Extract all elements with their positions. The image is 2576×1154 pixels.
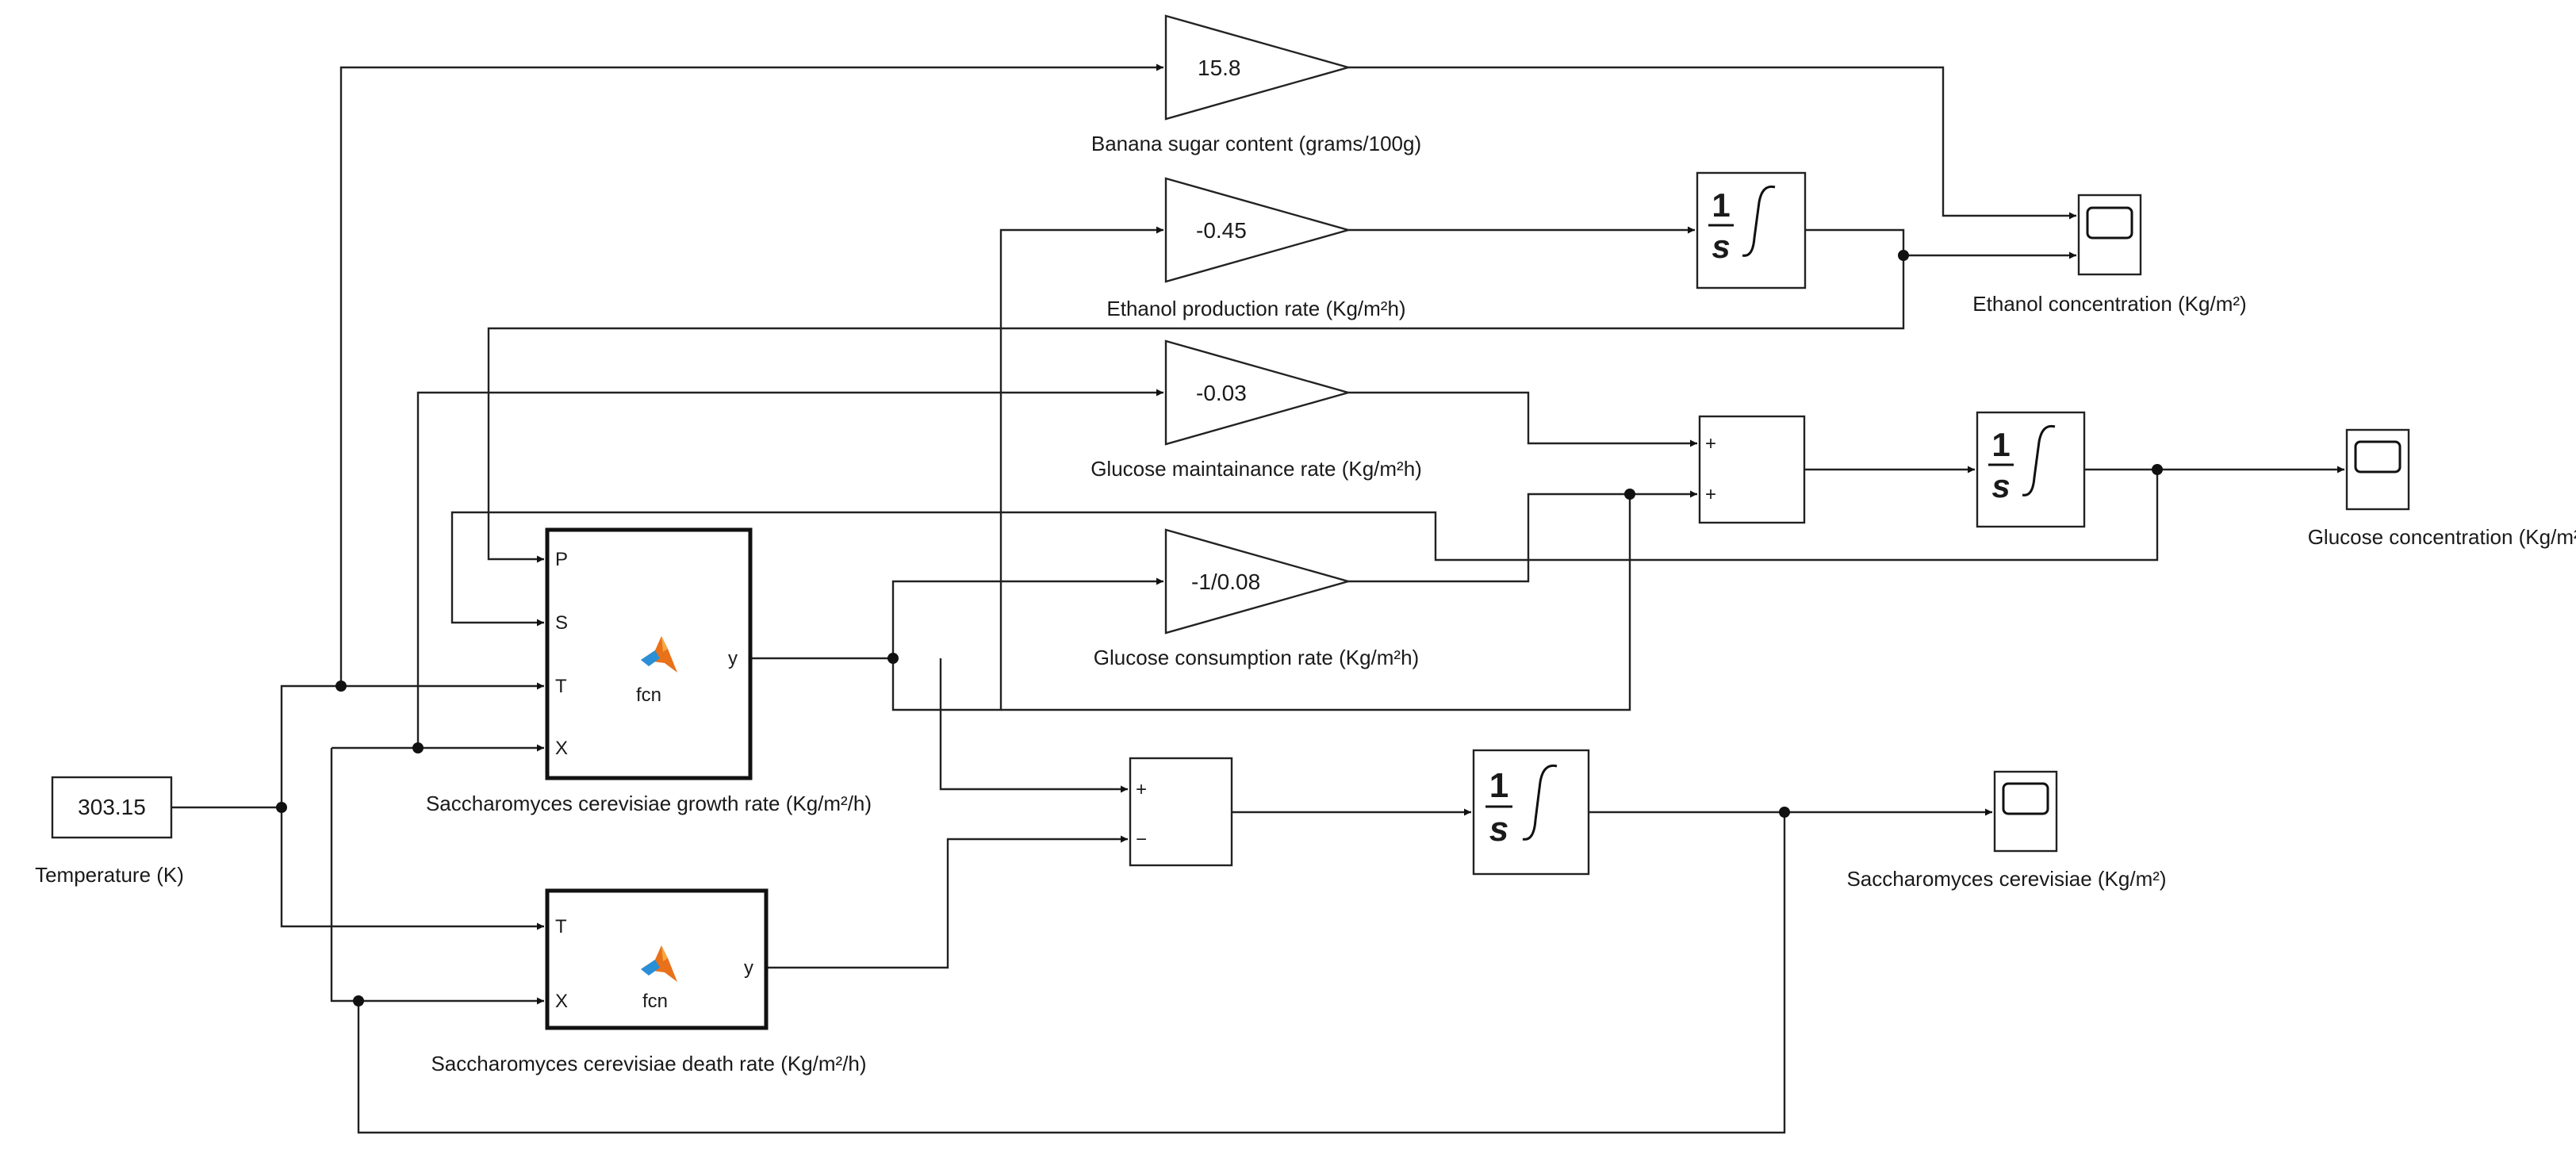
- branch-points: [276, 250, 2163, 1006]
- sum-sign-minus: −: [1136, 829, 1147, 850]
- junction-dot: [1624, 489, 1635, 500]
- wire-growth-to-sum-plus[interactable]: [939, 658, 1128, 793]
- temperature-value: 303.15: [78, 795, 146, 819]
- junction-dot: [1898, 250, 1909, 261]
- glucose-maintenance-gain-block[interactable]: -0.03 Glucose maintainance rate (Kg/m²h): [1091, 339, 1422, 481]
- temperature-constant-block[interactable]: 303.15 Temperature (K): [35, 776, 184, 887]
- ethanol-scope-label: Ethanol concentration (Kg/m²): [1972, 292, 2246, 316]
- death-port-X: X: [555, 991, 568, 1012]
- death-fcn-label: Saccharomyces cerevisiae death rate (Kg/…: [431, 1052, 866, 1075]
- temperature-label: Temperature (K): [35, 863, 184, 887]
- yeast-scope-block[interactable]: Saccharomyces cerevisiae (Kg/m²): [1846, 770, 2167, 891]
- junction-dot: [2152, 464, 2163, 475]
- sum-sign-1: +: [1705, 433, 1716, 454]
- banana-gain-value: 15.8: [1198, 56, 1241, 80]
- scope-screen-icon: [2002, 782, 2049, 815]
- integrator-denominator: s: [1991, 467, 2010, 504]
- glucose-scope-block[interactable]: Glucose concentration (Kg/m²): [2308, 428, 2576, 549]
- sum-sign-plus: +: [1136, 779, 1147, 800]
- wire-banana-to-scope[interactable]: [1348, 66, 2076, 220]
- wire-ethanol-feedback-to-P[interactable]: [487, 255, 1905, 563]
- ethanol-gain-value: -0.45: [1196, 218, 1247, 243]
- growth-port-X: X: [555, 738, 568, 759]
- growth-fcn-name: fcn: [636, 684, 661, 706]
- ethanol-production-gain-block[interactable]: -0.45 Ethanol production rate (Kg/m²h): [1106, 177, 1406, 320]
- death-port-T: T: [555, 916, 567, 937]
- glucose-cons-value: -1/0.08: [1191, 569, 1260, 594]
- ethanol-gain-label: Ethanol production rate (Kg/m²h): [1106, 297, 1405, 320]
- wire-death-to-sum-minus[interactable]: [766, 835, 1128, 969]
- matlab-logo-icon: [641, 636, 677, 673]
- wire-temp-to-death-T[interactable]: [280, 807, 544, 930]
- integrator-numerator: 1: [1489, 766, 1508, 805]
- integral-icon: [2022, 424, 2056, 496]
- junction-dot: [1779, 807, 1790, 818]
- integrator-numerator: 1: [1712, 186, 1730, 224]
- wire-temp-to-growth-T[interactable]: [280, 682, 544, 807]
- glucose-integrator-block[interactable]: 1 s: [1976, 411, 2086, 528]
- integrator-denominator: s: [1489, 810, 1508, 849]
- integral-icon: [1522, 764, 1558, 841]
- growth-fcn-label: Saccharomyces cerevisiae growth rate (Kg…: [426, 792, 872, 815]
- glucose-maint-label: Glucose maintainance rate (Kg/m²h): [1091, 457, 1422, 481]
- sum-sign-2: +: [1705, 484, 1716, 505]
- wire-maintenance-to-sum[interactable]: [1348, 391, 1697, 447]
- growth-port-S: S: [555, 612, 568, 634]
- banana-gain-label: Banana sugar content (grams/100g): [1091, 132, 1421, 155]
- wire-branch-to-consumption-line[interactable]: [1001, 494, 1631, 711]
- matlab-logo-icon: [641, 945, 677, 982]
- glucose-scope-label: Glucose concentration (Kg/m²): [2308, 525, 2576, 549]
- wire-X-to-maintenance[interactable]: [416, 389, 1163, 748]
- integrator-denominator: s: [1712, 228, 1730, 265]
- glucose-consumption-gain-block[interactable]: -1/0.08 Glucose consumption rate (Kg/m²h…: [1094, 528, 1419, 669]
- scope-screen-icon: [2086, 206, 2133, 240]
- growth-port-y: y: [728, 648, 738, 669]
- junction-dot: [276, 802, 287, 813]
- junction-dot: [412, 742, 424, 753]
- glucose-cons-label: Glucose consumption rate (Kg/m²h): [1094, 646, 1419, 669]
- yeast-sum-block[interactable]: + −: [1129, 757, 1233, 867]
- junction-dot: [335, 681, 347, 692]
- ethanol-scope-block[interactable]: Ethanol concentration (Kg/m²): [1972, 194, 2247, 316]
- death-port-y: y: [744, 957, 753, 979]
- growth-port-T: T: [555, 676, 567, 697]
- banana-sugar-gain-block[interactable]: 15.8 Banana sugar content (grams/100g): [1091, 14, 1421, 155]
- wire-temp-to-banana[interactable]: [339, 63, 1163, 686]
- wire-glucose-feedback-to-S[interactable]: [450, 470, 2159, 627]
- yeast-scope-label: Saccharomyces cerevisiae (Kg/m²): [1846, 867, 2166, 891]
- integrator-numerator: 1: [1991, 426, 2010, 463]
- wire-consumption-to-sum[interactable]: [1348, 490, 1697, 583]
- junction-dot: [353, 995, 364, 1006]
- yeast-integrator-block[interactable]: 1 s: [1472, 749, 1590, 876]
- wire-yeast-feedback-loop[interactable]: [357, 812, 1786, 1134]
- wire-growth-to-consumption[interactable]: [891, 577, 1163, 658]
- scope-screen-icon: [2354, 440, 2402, 473]
- junction-dot: [887, 653, 899, 664]
- wire-X-to-death-X[interactable]: [330, 748, 544, 1005]
- ethanol-integrator-block[interactable]: 1 s: [1696, 171, 1807, 289]
- signal-lines: [171, 63, 2344, 1134]
- death-rate-fcn-block[interactable]: T X y fcn Saccharomyces cerevisiae death…: [431, 888, 867, 1075]
- growth-port-P: P: [555, 549, 568, 570]
- death-fcn-name: fcn: [642, 991, 668, 1012]
- glucose-maint-value: -0.03: [1196, 381, 1247, 405]
- integral-icon: [1742, 185, 1776, 257]
- glucose-sum-block[interactable]: + +: [1698, 415, 1806, 524]
- wire-ethanol-integrator-to-scope[interactable]: [1805, 228, 2076, 259]
- growth-rate-fcn-block[interactable]: P S T X y fcn Saccharomyces cerevisiae g…: [426, 527, 872, 815]
